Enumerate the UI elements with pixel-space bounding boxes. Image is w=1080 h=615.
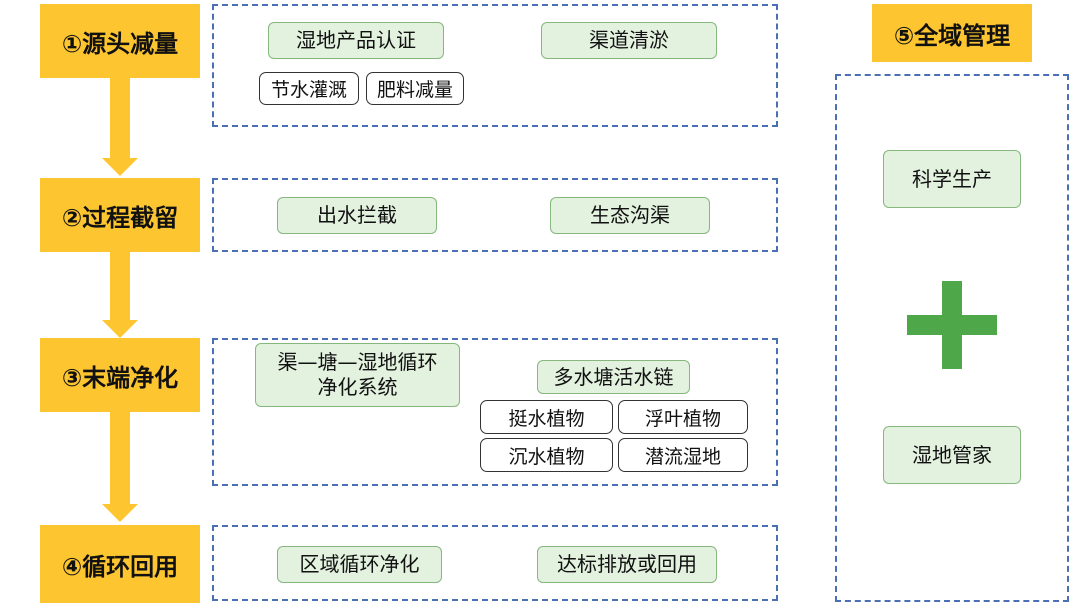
panel-process-interception: [212, 178, 778, 252]
panel-recycling: [212, 525, 778, 601]
stage-label: ①源头减量: [61, 29, 179, 58]
panel-management: [835, 74, 1069, 602]
panel-end-purification: [212, 338, 778, 486]
item-ecological-ditch: 生态沟渠: [550, 197, 710, 234]
panel-source-reduction: [212, 4, 778, 127]
stage-label: ③末端净化: [61, 363, 179, 392]
item-subsurface-wetland: 潜流湿地: [618, 438, 748, 472]
item-canal-pond-wetland-system: 渠—塘—湿地循环 净化系统: [255, 343, 460, 407]
arrow-down-icon: [102, 320, 138, 338]
stage-label: ⑤全域管理: [893, 21, 1011, 50]
stage-label: ②过程截留: [61, 203, 179, 232]
stage-recycling: ④循环回用: [40, 525, 200, 603]
stage-source-reduction: ①源头减量: [40, 4, 200, 78]
connector-3-4: [110, 412, 130, 506]
item-floating-leaf-plants: 浮叶植物: [618, 400, 748, 434]
connector-2-3: [110, 252, 130, 322]
item-water-saving-irrigation: 节水灌溉: [259, 72, 359, 105]
stage-process-interception: ②过程截留: [40, 178, 200, 252]
stage-label: ④循环回用: [61, 552, 179, 581]
item-discharge-or-reuse: 达标排放或回用: [537, 546, 717, 583]
item-multi-pond-water-chain: 多水塘活水链: [537, 360, 690, 394]
stage-management: ⑤全域管理: [872, 4, 1032, 62]
item-channel-dredging: 渠道清淤: [541, 22, 717, 59]
stage-end-purification: ③末端净化: [40, 338, 200, 412]
item-fertilizer-reduction: 肥料减量: [366, 72, 464, 105]
item-emergent-plants: 挺水植物: [480, 400, 613, 434]
item-submerged-plants: 沉水植物: [480, 438, 613, 472]
item-scientific-production: 科学生产: [883, 150, 1021, 208]
arrow-down-icon: [102, 504, 138, 522]
item-wetland-steward: 湿地管家: [883, 426, 1021, 484]
item-outflow-interception: 出水拦截: [277, 197, 437, 234]
connector-1-2: [110, 78, 130, 160]
arrow-down-icon: [102, 158, 138, 176]
item-wetland-product-certification: 湿地产品认证: [268, 22, 444, 59]
item-regional-circulation-purification: 区域循环净化: [277, 546, 442, 583]
plus-icon-bar: [907, 315, 997, 335]
